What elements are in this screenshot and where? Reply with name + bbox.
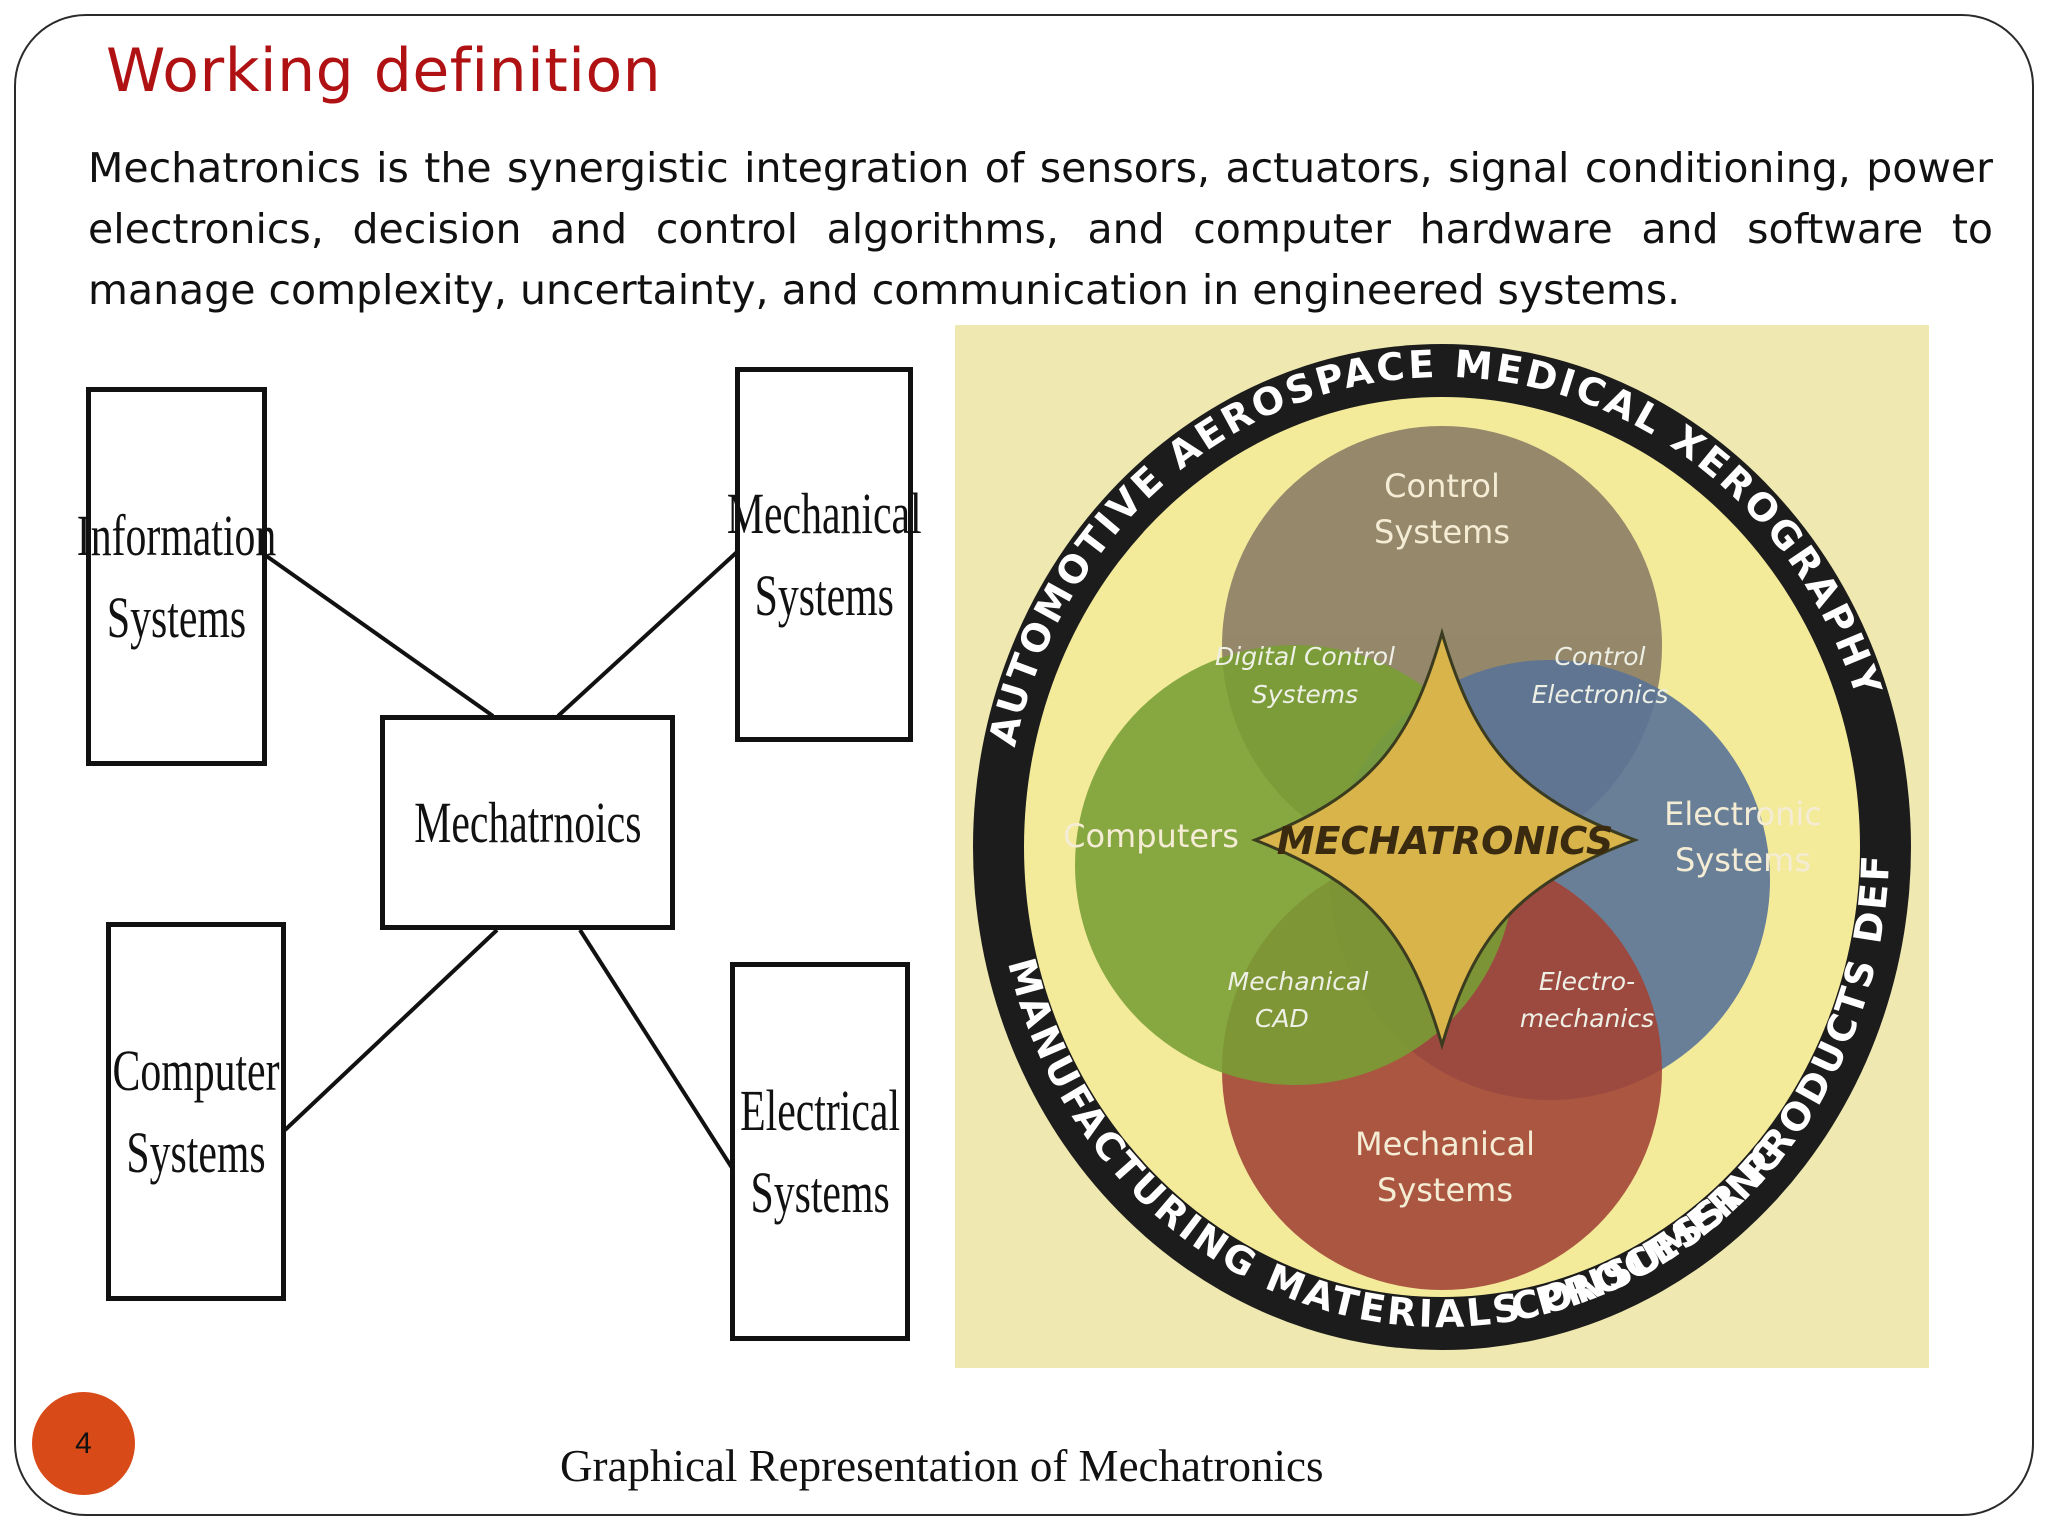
label-mechanical-cad-1: Mechanical	[1228, 967, 1369, 996]
label-digital-control-2: Systems	[1252, 680, 1358, 709]
figure-caption: Graphical Representation of Mechatronics	[560, 1441, 1324, 1491]
label-computers: Computers	[1063, 817, 1239, 855]
label-mechanical-1: Mechanical	[1355, 1125, 1535, 1163]
label-mechanical-cad-2: CAD	[1255, 1004, 1309, 1033]
center-mechatronics-shape	[1250, 627, 1640, 1051]
label-electronic-1: Electronic	[1664, 795, 1822, 833]
label-digital-control-1: Digital Control	[1215, 642, 1395, 671]
definition-paragraph: Mechatronics is the synergistic integrat…	[88, 144, 1993, 314]
box-information-label: Information Systems	[76, 502, 277, 650]
box-mechatronics: Mechatrnoics	[380, 715, 675, 930]
label-control-electronics-1: Control	[1555, 642, 1646, 671]
page-number-badge: 4	[32, 1392, 135, 1495]
page-number: 4	[75, 1426, 92, 1460]
label-control-2: Systems	[1374, 513, 1510, 551]
box-electrical-systems: Electrical Systems	[730, 962, 910, 1341]
box-information-systems: Information Systems	[77, 387, 276, 766]
box-electrical-label: Electrical Systems	[740, 1077, 900, 1225]
box-mechanical-label: Mechanical Systems	[726, 480, 922, 628]
label-electro-1: Electro-	[1539, 967, 1635, 996]
label-electronic-2: Systems	[1675, 841, 1811, 879]
box-mechatronics-label: Mechatrnoics	[413, 789, 642, 855]
box-mechanical-systems: Mechanical Systems	[727, 367, 921, 742]
slide-title: Working definition	[106, 36, 662, 106]
label-mechatronics-center: MECHATRONICS	[1277, 819, 1614, 863]
mechatronics-wheel-svg: AUTOMOTIVE AEROSPACE MEDICAL XEROGRAPHY …	[935, 290, 1911, 1350]
box-computer-systems: Computer Systems	[106, 922, 286, 1301]
label-mechanical-2: Systems	[1377, 1171, 1513, 1209]
box-computer-label: Computer Systems	[112, 1037, 280, 1185]
label-control-1: Control	[1384, 467, 1500, 505]
label-control-electronics-2: Electronics	[1532, 680, 1669, 709]
label-electro-2: mechanics	[1520, 1004, 1654, 1033]
mechatronics-wheel-graphic: AUTOMOTIVE AEROSPACE MEDICAL XEROGRAPHY …	[935, 290, 1929, 1368]
